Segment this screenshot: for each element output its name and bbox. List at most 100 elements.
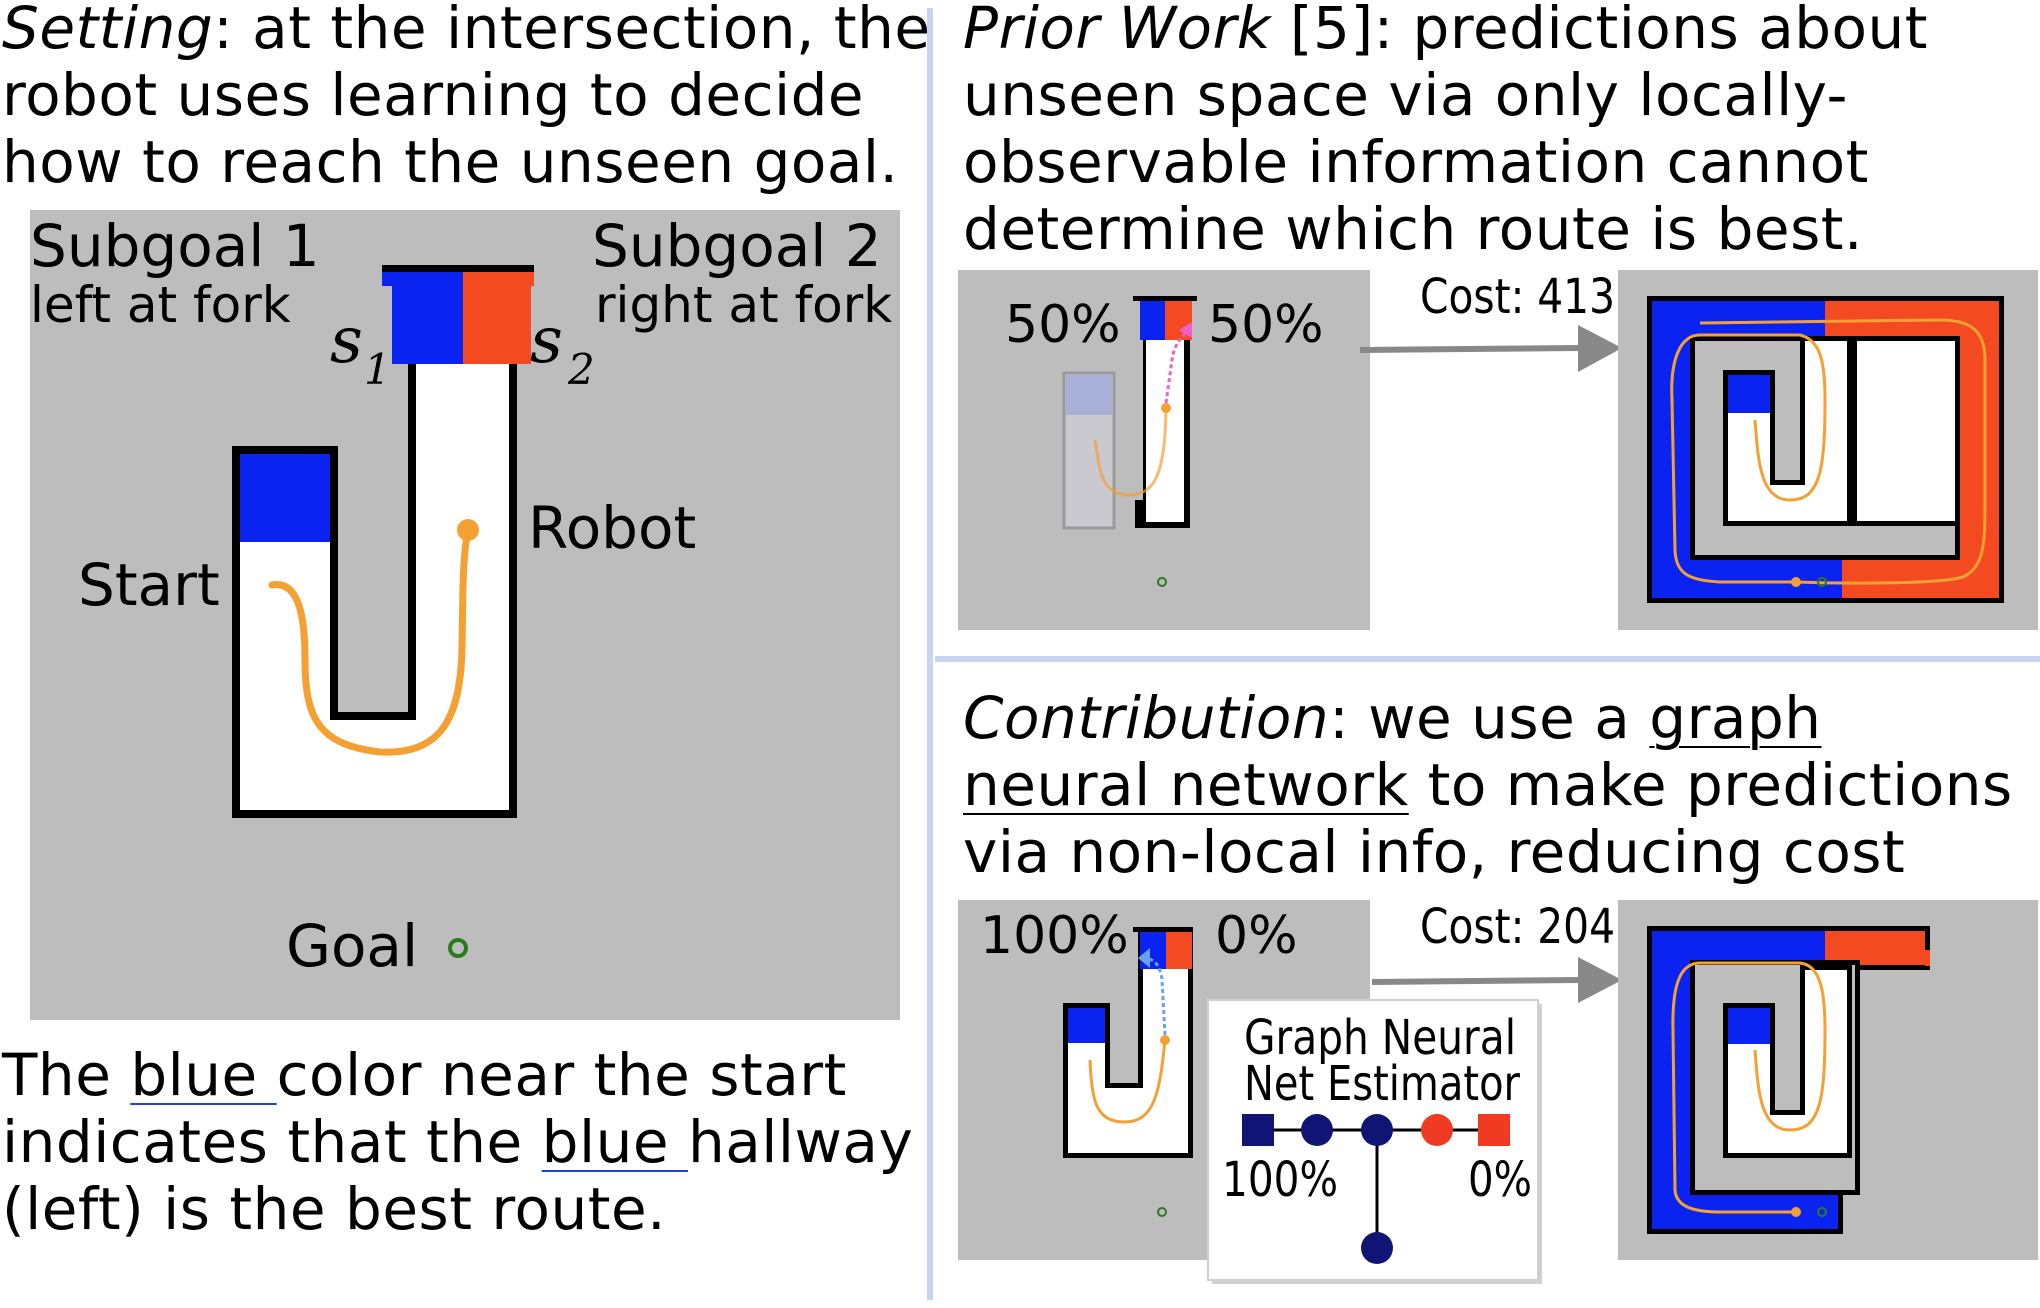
prior-small-robot <box>1161 403 1171 413</box>
prior-result-blue-bottom <box>1652 560 1842 598</box>
contrib-predicted-arrowhead <box>1138 948 1150 968</box>
contribution-line-1: Contribution: we use a graph <box>963 685 1822 752</box>
gnn-estimator-box: Graph Neural Net Estimator 100% 0% <box>1207 999 1542 1284</box>
contrib-2b: to make predictions <box>1408 751 2013 819</box>
setting-line-3: how to reach the unseen goal. <box>2 128 899 196</box>
contrib-result-red-cell <box>1825 931 1925 965</box>
subgoal-2-step <box>528 272 534 286</box>
horizontal-divider <box>935 656 2040 662</box>
contrib-small-start-blue <box>1068 1008 1105 1043</box>
gnn-title-2: Net Estimator <box>1244 1056 1520 1112</box>
prior-line-3: observable information cannot <box>963 128 1869 196</box>
contrib-small-robot <box>1160 1035 1170 1045</box>
prior-result-right-corridor-walls <box>1847 336 1853 526</box>
prior-cost: Cost: 413 <box>1420 269 1615 325</box>
contribution-line-2: neural network to make predictions <box>963 752 2013 819</box>
gnn-node-bottom <box>1361 1232 1393 1264</box>
goal-marker <box>448 938 468 958</box>
prior-arrow-head <box>1578 325 1622 372</box>
contrib-small-blue-cell <box>1140 932 1166 969</box>
prior-predicted-path <box>1164 331 1188 404</box>
s2-subscript: 2 <box>567 345 595 394</box>
caption-1a: The <box>2 1041 131 1109</box>
contrib-2u: neural network <box>963 751 1409 819</box>
prior-work-line-3: observable information cannot <box>963 129 1869 196</box>
robot-label: Robot <box>528 494 696 562</box>
caption-line-1: The blue color near the start <box>2 1042 847 1109</box>
prior-small-map: 50% 50% <box>958 270 1370 630</box>
contrib-arrow-head <box>1578 957 1622 1003</box>
gnn-node-2 <box>1361 1114 1393 1146</box>
contrib-cost: Cost: 204 <box>1420 899 1615 955</box>
setting-label: Setting <box>2 0 214 62</box>
contrib-result-trajectory <box>1671 961 1827 1214</box>
start-label: Start <box>78 551 220 619</box>
contrib-result-map <box>1618 900 2038 1260</box>
gnn-node-right-square <box>1478 1114 1510 1146</box>
prior-small-faded-trajectory <box>1093 407 1168 497</box>
contrib-arrow-shaft <box>1371 977 1581 985</box>
gnn-right-pct: 0% <box>1468 1152 1532 1208</box>
setting-line-1: : at the intersection, the <box>213 0 931 62</box>
prior-small-goal <box>1157 577 1167 587</box>
prior-work-line-4: determine which route is best. <box>963 196 1863 263</box>
subgoal-2-sub: right at fork <box>595 276 892 334</box>
contrib-result-red-tip <box>1925 950 1930 966</box>
main-robot-trajectory <box>268 526 472 756</box>
gnn-node-1 <box>1301 1114 1333 1146</box>
subgoal-1-cell <box>392 272 463 364</box>
prior-pct-left: 50% <box>1005 295 1121 355</box>
contrib-3: via non-local info, reducing cost <box>963 818 1906 886</box>
prior-small-blue-cell <box>1140 301 1165 340</box>
contrib-small-goal <box>1157 1207 1167 1217</box>
contrib-pct-left: 100% <box>980 906 1129 966</box>
contrib-predicted-path <box>1145 956 1167 1036</box>
subgoal-1-title: Subgoal 1 <box>30 212 320 280</box>
contrib-result-goal <box>1817 1207 1827 1217</box>
caption-2u: blue <box>541 1108 688 1176</box>
fork-top-bar <box>382 265 534 272</box>
subgoal-2-title: Subgoal 2 <box>592 212 882 280</box>
prior-predicted-arrowhead <box>1179 322 1192 338</box>
caption-1u: blue <box>130 1041 277 1109</box>
contrib-small-red-cell <box>1166 932 1192 969</box>
prior-work-line-2: unseen space via only locally- <box>963 62 1848 129</box>
gnn-node-left-square <box>1242 1114 1274 1146</box>
contrib-small-top-bar <box>1133 927 1193 932</box>
setting-line-3-wrap: how to reach the unseen goal. <box>2 129 898 196</box>
prior-work-label: Prior Work <box>963 0 1271 62</box>
subgoal-1-step <box>382 272 392 286</box>
contrib-1a: : we use a <box>1329 684 1650 752</box>
vertical-divider <box>927 8 933 1300</box>
caption-line-3: (left) is the best route. <box>2 1176 666 1243</box>
s1-subscript: 1 <box>364 345 391 394</box>
prior-pct-right: 50% <box>1208 295 1324 355</box>
contrib-small-floor <box>1068 933 1188 1153</box>
subgoal-2-cell <box>463 272 531 364</box>
contrib-pct-right: 0% <box>1215 906 1298 966</box>
prior-result-right-loop-floor <box>1857 341 1955 521</box>
contrib-1u: graph <box>1649 684 1822 752</box>
gnn-left-pct: 100% <box>1222 1152 1338 1208</box>
setting-line-2: robot uses learning to decide <box>2 61 865 129</box>
contribution-line-3: via non-local info, reducing cost <box>963 819 1905 886</box>
setting-line-2-wrap: robot uses learning to decide <box>2 62 864 129</box>
prior-ref: [5]: predictions about <box>1270 0 1929 62</box>
prior-small-top-bar <box>1133 296 1197 301</box>
prior-result-robot <box>1791 577 1801 587</box>
caption-line-2: indicates that the blue hallway <box>2 1109 913 1176</box>
gnn-node-3 <box>1421 1114 1453 1146</box>
s2-symbol: s <box>530 304 563 378</box>
subgoal-1-sub: left at fork <box>30 276 291 334</box>
prior-work-line-1: Prior Work [5]: predictions about <box>963 0 1928 62</box>
goal-label: Goal <box>286 912 418 980</box>
caption-2b: hallway <box>687 1108 914 1176</box>
caption-1b: color near the start <box>276 1041 847 1109</box>
caption-2a: indicates that the <box>2 1108 542 1176</box>
prior-result-map <box>1618 270 2038 630</box>
s1-symbol: s <box>330 304 363 378</box>
prior-line-4: determine which route is best. <box>963 195 1863 263</box>
prior-result-start-blue <box>1728 375 1770 413</box>
start-blue-region <box>240 454 330 542</box>
